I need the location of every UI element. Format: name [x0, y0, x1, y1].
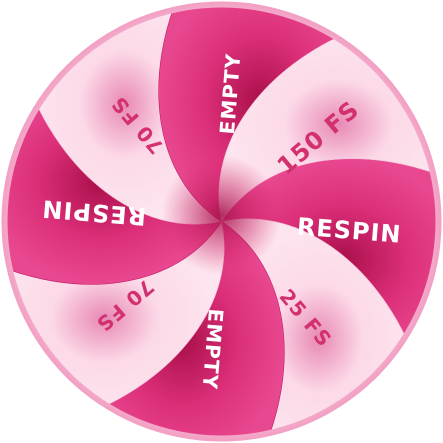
center-glow: [161, 155, 282, 275]
